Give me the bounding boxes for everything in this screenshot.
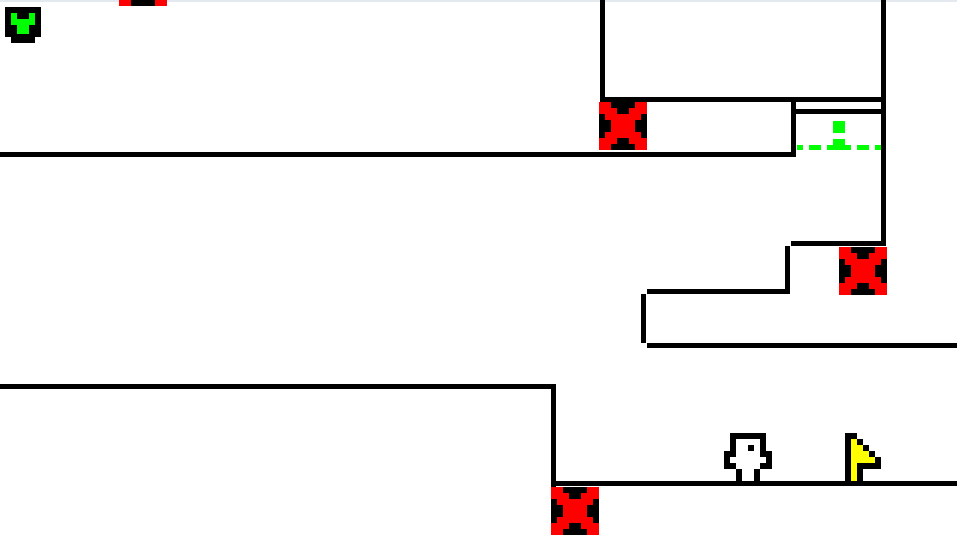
player-character xyxy=(724,433,772,481)
ledge xyxy=(0,384,556,389)
wall xyxy=(881,0,886,246)
ceiling xyxy=(600,97,886,102)
spike-x-hazard xyxy=(839,247,887,295)
wall xyxy=(785,246,790,294)
wall xyxy=(641,294,646,343)
ledge xyxy=(791,241,886,246)
spike-x-hazard xyxy=(599,102,647,150)
spike-x-hazard xyxy=(551,487,599,535)
wall xyxy=(551,384,556,487)
ledge xyxy=(647,289,790,294)
wall xyxy=(600,0,605,102)
shelf xyxy=(796,109,881,114)
goal-flag xyxy=(845,433,881,481)
wall xyxy=(791,100,796,157)
ledge xyxy=(647,343,957,348)
ground xyxy=(551,481,957,486)
spike-x-hazard-partial xyxy=(119,0,167,6)
shield-icon xyxy=(5,7,41,43)
floor-ledge xyxy=(0,152,791,157)
top-border xyxy=(0,0,957,2)
